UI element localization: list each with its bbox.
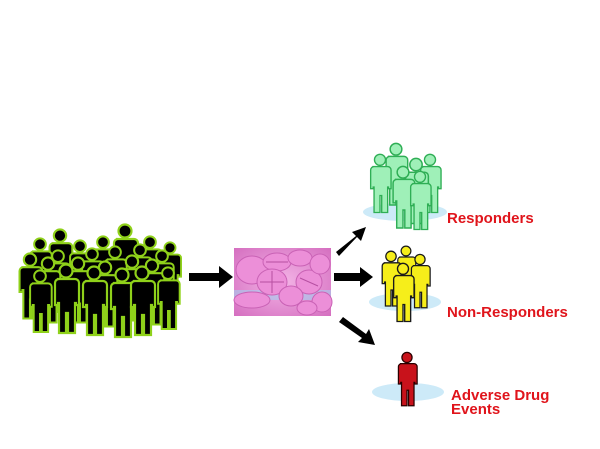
- responders-group-icon: [363, 142, 447, 231]
- arrow-population-to-drug: [189, 266, 233, 288]
- arrow-to-responders-icon: [336, 227, 366, 256]
- adverse-drug-events-label: Adverse Drug Events: [451, 387, 571, 418]
- adverse-events-person-icon: [372, 351, 444, 407]
- responders-label: Responders: [447, 210, 534, 227]
- drug-pills-image: [233, 248, 333, 316]
- arrow-to-adverse-events-icon: [339, 317, 375, 345]
- non-responders-group-icon: [369, 245, 441, 323]
- arrow-right-icon: [189, 266, 233, 288]
- population-crowd-icon: [18, 223, 182, 339]
- adverse-label-line1: Adverse Drug: [451, 387, 550, 404]
- non-responders-label: Non-Responders: [447, 304, 568, 321]
- adverse-label-line2: Events: [451, 401, 501, 418]
- arrow-to-non-responders-icon: [334, 267, 373, 287]
